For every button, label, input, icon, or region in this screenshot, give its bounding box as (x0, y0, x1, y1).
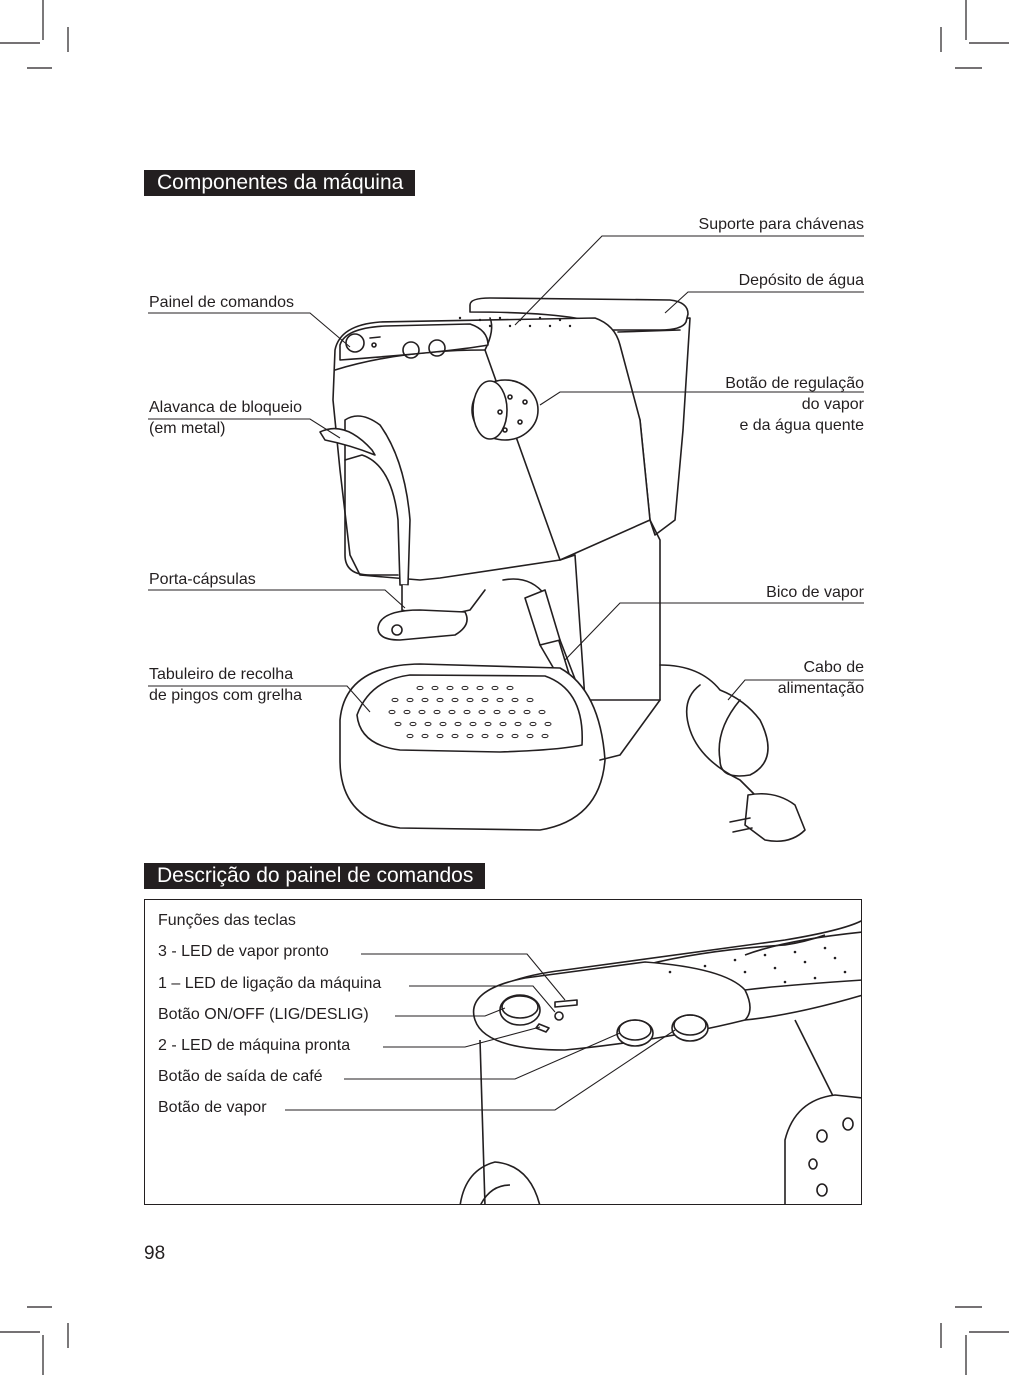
panel-item-steam-ready-led: 3 - LED de vapor pronto (158, 942, 329, 962)
steam-knob-label-3: e da água quente (739, 417, 864, 434)
components-section-title: Componentes da máquina (144, 170, 416, 196)
panel-section-title: Descrição do painel de comandos (144, 863, 486, 889)
locking-lever-label-2: (em metal) (149, 420, 226, 437)
control-panel-label: Painel de comandos (149, 294, 294, 311)
cup-support-label: Suporte para chávenas (698, 216, 864, 233)
drip-tray-label-1: Tabuleiro de recolha (149, 666, 294, 683)
panel-item-ready-led: 2 - LED de máquina pronta (158, 1036, 351, 1056)
control-panel-closeup-illustration (285, 920, 861, 1204)
locking-lever-label-1: Alavanca de bloqueio (149, 399, 303, 416)
panel-heading: Funções das teclas (158, 911, 296, 931)
page-number: 98 (144, 1243, 166, 1264)
water-tank-label: Depósito de água (738, 272, 864, 289)
panel-item-onoff-button: Botão ON/OFF (LIG/DESLIG) (158, 1005, 369, 1025)
control-panel-detail-box: Funções das teclas 3 - LED de vapor pron… (144, 899, 862, 1205)
steam-nozzle-label: Bico de vapor (766, 584, 864, 601)
steam-knob-label-2: do vapor (801, 396, 864, 413)
panel-item-power-led: 1 – LED de ligação da máquina (158, 974, 382, 994)
capsule-holder-label: Porta-cápsulas (149, 571, 256, 588)
power-cable-label-1: Cabo de (803, 659, 865, 676)
steam-knob-label-1: Botão de regulação (725, 375, 864, 392)
power-cable-label-2: alimentação (777, 680, 864, 697)
panel-item-steam-button: Botão de vapor (158, 1098, 267, 1118)
panel-item-coffee-button: Botão de saída de café (158, 1067, 323, 1087)
drip-tray-label-2: de pingos com grelha (149, 687, 302, 704)
